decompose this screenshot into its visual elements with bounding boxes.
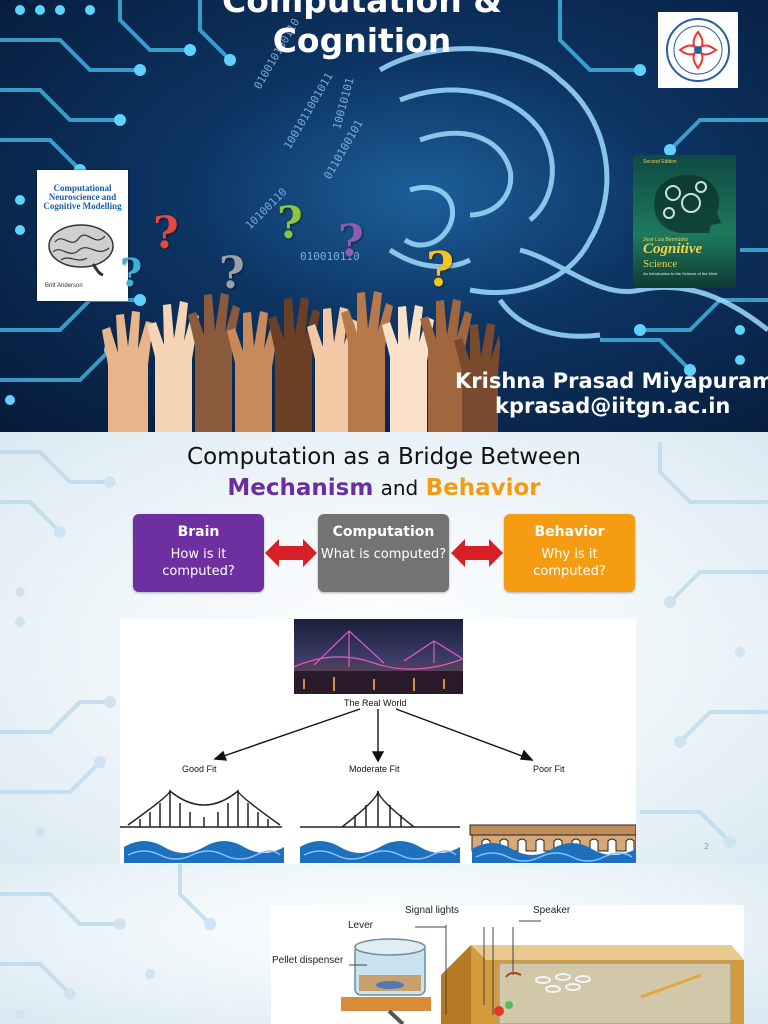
double-arrow-icon bbox=[265, 539, 317, 567]
book-title-line1: Cognitive bbox=[643, 241, 703, 257]
behavior-box: Behavior Why is it computed? bbox=[504, 514, 635, 592]
computation-box: Computation What is computed? bbox=[318, 514, 449, 592]
box-title: Brain bbox=[177, 524, 220, 540]
book-title: Computational Neuroscience and Cognitive… bbox=[43, 183, 122, 211]
book-title-line2: Science bbox=[643, 258, 678, 270]
branch-label: Poor Fit bbox=[533, 764, 565, 774]
author-email[interactable]: kprasad@iitgn.ac.in bbox=[495, 394, 731, 418]
book-subtitle: An Introduction to the Science of the Mi… bbox=[643, 271, 718, 276]
svg-text:010010110: 010010110 bbox=[300, 250, 360, 263]
gears-head-icon bbox=[654, 175, 721, 233]
box-title: Behavior bbox=[534, 524, 605, 540]
question-mark-icon: ? bbox=[120, 250, 143, 295]
branch-label: Good Fit bbox=[182, 764, 217, 774]
skinner-box-diagram: Signal lights Speaker Lever Pellet dispe… bbox=[271, 905, 744, 1024]
label-signal-lights: Signal lights bbox=[405, 905, 459, 916]
question-mark-icon: ? bbox=[277, 198, 303, 249]
institute-logo bbox=[658, 12, 738, 88]
slide-heading-line1: Computation as a Bridge Between bbox=[187, 444, 581, 470]
root-label: The Real World bbox=[344, 698, 407, 708]
question-mark-icon: ? bbox=[153, 208, 179, 259]
book-author: José Luis Bermúdez bbox=[643, 237, 689, 243]
question-mark-icon: ? bbox=[219, 248, 245, 299]
book-cover-computational-neuroscience: Computational Neuroscience and Cognitive… bbox=[37, 170, 128, 301]
brain-box: Brain How is it computed? bbox=[133, 514, 264, 592]
box-question: Why is it computed? bbox=[533, 547, 606, 579]
book-cover-cognitive-science: Second Edition José Luis Bermúdez Cognit… bbox=[633, 155, 736, 288]
slide-title-line2: Cognition bbox=[272, 21, 452, 60]
heading-and: and bbox=[380, 476, 419, 500]
title-slide: 010010100110 1001011001011 0110100101 10… bbox=[0, 0, 768, 432]
question-mark-icon: ? bbox=[338, 216, 364, 267]
fit-tree-diagram bbox=[120, 708, 636, 863]
page-number: 2 bbox=[704, 842, 710, 851]
book-edition: Second Edition bbox=[643, 159, 677, 165]
bridge-photo bbox=[294, 619, 463, 694]
author-name: Krishna Prasad Miyapuram bbox=[455, 369, 768, 393]
label-speaker: Speaker bbox=[533, 905, 571, 916]
heading-behavior: Behavior bbox=[425, 475, 541, 501]
svg-text:1001011001011: 1001011001011 bbox=[281, 70, 335, 151]
box-title: Computation bbox=[332, 524, 435, 540]
skinner-box-slide: Signal lights Speaker Lever Pellet dispe… bbox=[0, 864, 768, 1024]
label-lever: Lever bbox=[348, 920, 374, 931]
institute-logo-icon bbox=[666, 18, 730, 82]
bridge-fit-figure: The Real World bbox=[120, 619, 636, 864]
operant-chamber-illustration bbox=[341, 920, 744, 1024]
double-arrow-icon bbox=[451, 539, 503, 567]
raised-hands-illustration bbox=[102, 291, 500, 432]
circuit-background bbox=[0, 0, 768, 405]
circuit-background bbox=[0, 442, 768, 848]
label-pellet-dispenser: Pellet dispenser bbox=[272, 955, 344, 966]
book-author: Britt Anderson bbox=[45, 283, 83, 289]
brain-icon bbox=[48, 224, 114, 276]
bridge-slide: Computation as a Bridge Between Mechanis… bbox=[0, 432, 768, 864]
slide-title-line1: Computation & bbox=[222, 0, 502, 20]
branch-label: Moderate Fit bbox=[349, 764, 400, 774]
circuit-background bbox=[0, 864, 216, 1019]
box-question: What is computed? bbox=[320, 547, 447, 562]
box-question: How is it computed? bbox=[162, 547, 235, 579]
question-mark-icon: ? bbox=[426, 242, 455, 298]
brain-illustration: 010010100110 1001011001011 0110100101 10… bbox=[243, 16, 768, 339]
heading-mechanism: Mechanism bbox=[227, 475, 374, 501]
slide-heading-line2: Mechanism and Behavior bbox=[0, 475, 768, 501]
